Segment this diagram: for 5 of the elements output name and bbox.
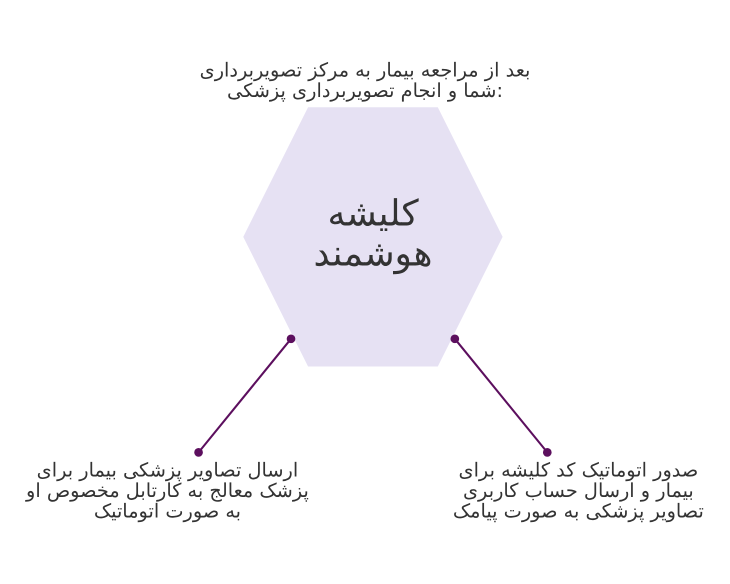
diagram-title: بعد از مراجعه بیمار به مرکز تصویربرداری شما و انجام تصویربرداری پزشکی: bbox=[200, 58, 530, 102]
connector bbox=[450, 334, 552, 457]
node-text: صدور اتوماتیک کد کلیشه برای بیمار و ارسال حساب کاربری تصاویر پزشکی به صورت پیامک bbox=[452, 458, 704, 523]
node-text: ارسال تصاویر پزشکی بیمار برای پزشک معالج به کارتابل مخصوص او به صورت اتوماتیک bbox=[26, 458, 309, 523]
connector bbox=[194, 334, 296, 457]
